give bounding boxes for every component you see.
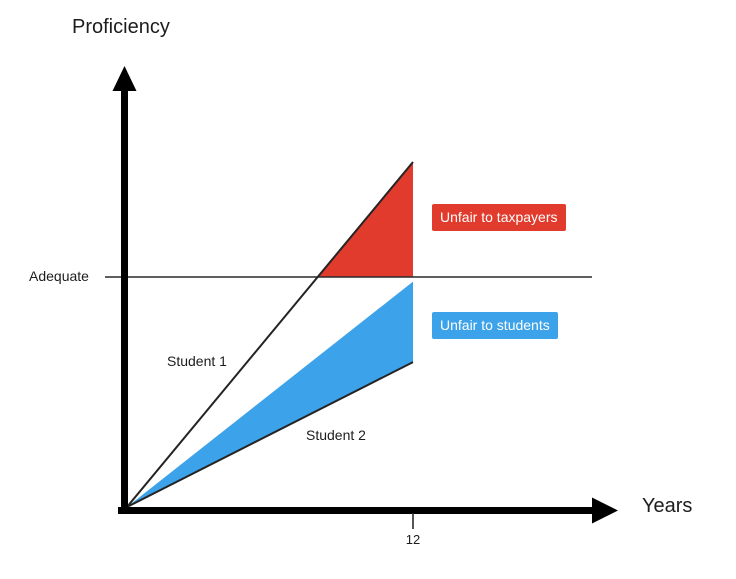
x-axis-arrow-icon bbox=[592, 497, 618, 524]
y-axis-arrow-icon bbox=[112, 66, 137, 91]
student-2-line bbox=[126, 361, 414, 508]
x-axis-title: Years bbox=[642, 495, 693, 517]
adequate-label: Adequate bbox=[29, 268, 89, 284]
tick-12-label: 12 bbox=[405, 532, 421, 547]
student-1-line bbox=[126, 161, 414, 508]
y-axis-title: Proficiency bbox=[72, 16, 170, 38]
unfair-to-taxpayers-badge: Unfair to taxpayers bbox=[432, 204, 566, 231]
series-group bbox=[126, 161, 414, 508]
student-2-label: Student 2 bbox=[306, 427, 366, 443]
unfair-to-students-badge: Unfair to students bbox=[432, 312, 558, 339]
unfair-to-students-region bbox=[127, 281, 413, 507]
student-1-label: Student 1 bbox=[167, 353, 227, 369]
